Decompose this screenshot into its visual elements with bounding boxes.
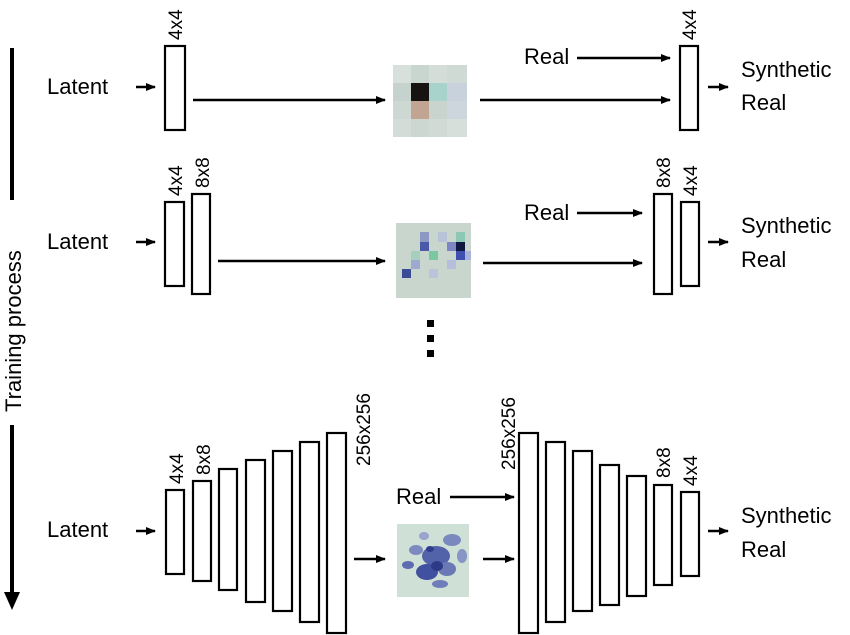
dim-label-8x8: 8x8 bbox=[654, 157, 675, 188]
generator-block-8x8 bbox=[191, 479, 213, 583]
stage-2: Latent 4x4 8x8 Real 8x bbox=[47, 157, 832, 298]
discriminator-block-4x4 bbox=[678, 44, 700, 132]
synthetic-label: Synthetic bbox=[741, 57, 832, 82]
generator-block-4x4 bbox=[163, 44, 187, 132]
real-label: Real bbox=[524, 44, 569, 69]
axis-arrowhead bbox=[4, 592, 20, 610]
stage-1: Latent 4x4 Real 4x4 bbox=[47, 9, 832, 137]
discriminator-block bbox=[571, 449, 594, 613]
generator-block-8x8 bbox=[190, 192, 212, 296]
dim-label-4x4: 4x4 bbox=[680, 9, 701, 40]
generator-block-4x4 bbox=[163, 200, 186, 288]
real-label: Real bbox=[524, 200, 569, 225]
real-output-label: Real bbox=[741, 537, 786, 562]
dim-label-8x8: 8x8 bbox=[193, 157, 214, 188]
real-label: Real bbox=[396, 484, 441, 509]
discriminator-block bbox=[625, 474, 648, 598]
synthetic-label: Synthetic bbox=[741, 503, 832, 528]
discriminator-block-8x8 bbox=[652, 483, 674, 587]
synthetic-label: Synthetic bbox=[741, 213, 832, 238]
latent-label: Latent bbox=[47, 74, 108, 99]
discriminator-block-256x256 bbox=[517, 431, 540, 635]
training-process-axis: Training process bbox=[1, 48, 26, 610]
generator-block bbox=[217, 467, 239, 592]
dim-label-8x8: 8x8 bbox=[654, 447, 675, 478]
dim-label-4x4: 4x4 bbox=[681, 455, 702, 486]
generated-image-4x4 bbox=[393, 65, 467, 137]
axis-label: Training process bbox=[1, 250, 26, 412]
discriminator-block bbox=[544, 440, 567, 624]
discriminator-block bbox=[598, 463, 621, 607]
generated-image-256x256 bbox=[397, 524, 469, 597]
dim-label-256x256: 256x256 bbox=[499, 397, 520, 470]
dim-label-4x4: 4x4 bbox=[167, 453, 188, 484]
generator-block bbox=[298, 440, 321, 624]
discriminator-block-8x8 bbox=[652, 192, 674, 296]
stage-3: Latent 4x4 8x8 256x256 Rea bbox=[47, 393, 832, 635]
dim-label-4x4: 4x4 bbox=[681, 165, 702, 196]
discriminator-block-4x4 bbox=[679, 490, 701, 578]
ellipsis-dots bbox=[427, 320, 434, 357]
generator-block bbox=[244, 458, 267, 604]
dim-label-256x256: 256x256 bbox=[354, 393, 375, 466]
dim-label-4x4: 4x4 bbox=[166, 165, 187, 196]
generator-block bbox=[271, 449, 294, 613]
discriminator-block-4x4 bbox=[679, 200, 701, 288]
real-output-label: Real bbox=[741, 247, 786, 272]
latent-label: Latent bbox=[47, 517, 108, 542]
dim-label-4x4: 4x4 bbox=[166, 9, 187, 40]
generator-block-4x4 bbox=[164, 488, 186, 576]
generated-image-8x8 bbox=[396, 223, 471, 298]
dim-label-8x8: 8x8 bbox=[194, 444, 215, 475]
latent-label: Latent bbox=[47, 229, 108, 254]
generator-block-256x256 bbox=[325, 431, 348, 635]
real-output-label: Real bbox=[741, 90, 786, 115]
